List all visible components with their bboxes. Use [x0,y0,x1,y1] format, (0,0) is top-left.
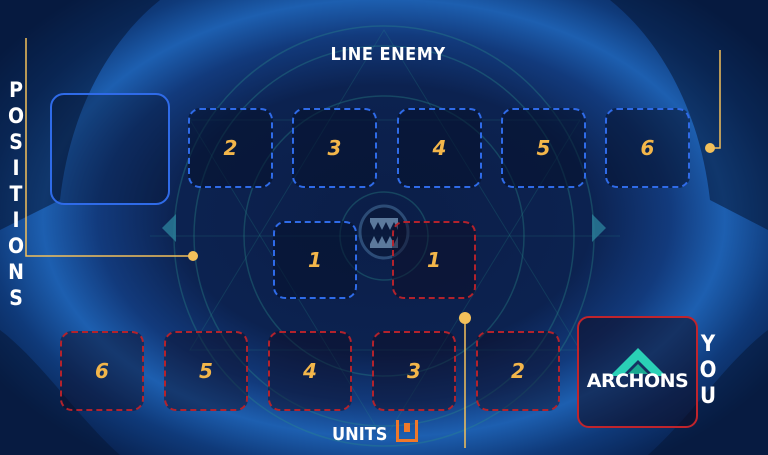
ally-slot-number: 5 [199,359,213,383]
enemy-slot-4[interactable]: 4 [397,108,482,188]
ally-slot-3[interactable]: 3 [372,331,456,411]
units-icon[interactable] [396,420,418,442]
line-enemy-label: LINE ENEMY [330,44,446,65]
enemy-slot-1[interactable]: 1 [273,221,357,299]
right-arrow-icon [592,214,606,242]
vertical-letter: O [7,104,25,128]
vertical-letter: I [12,208,20,232]
left-arrow-icon [162,214,176,242]
units-label: UNITS [332,424,388,445]
shark-mouth-icon [358,204,410,260]
vertical-letter: S [9,286,23,310]
enemy-slot-number: 2 [223,136,238,160]
vertical-letter: S [9,130,23,154]
vertical-letter: N [8,260,24,284]
enemy-slot-number: 3 [327,136,342,160]
vertical-letter: O [699,358,717,383]
ally-slot-number: 6 [95,359,109,383]
enemy-slot-3[interactable]: 3 [292,108,377,188]
archons-logo-icon [609,348,666,376]
ally-slot-5[interactable]: 5 [164,331,248,411]
enemy-slot-number: 1 [308,248,322,272]
enemy-slot-6[interactable]: 6 [605,108,690,188]
vertical-letter: U [699,384,717,409]
ally-slot-4[interactable]: 4 [268,331,352,411]
vertical-letter: I [12,156,20,180]
enemy-slot-number: 4 [432,136,447,160]
ally-slot-6[interactable]: 6 [60,331,144,411]
vertical-letter: P [9,78,23,102]
ally-slot-number: 2 [511,359,525,383]
enemy-slot-number: 5 [536,136,551,160]
ally-slot-1[interactable]: 1 [392,221,476,299]
archons-label: ARCHONS [586,370,689,392]
vertical-letter: Y [700,332,716,357]
ally-slot-number: 3 [407,359,421,383]
enemy-leader-slot[interactable] [50,93,170,205]
ally-slot-number: 4 [303,359,317,383]
enemy-slot-5[interactable]: 5 [501,108,586,188]
ally-slot-number: 1 [427,248,441,272]
vertical-letter: T [9,182,23,206]
ally-slot-2[interactable]: 2 [476,331,560,411]
archons-slot[interactable]: ARCHONS [577,316,698,428]
enemy-slot-2[interactable]: 2 [188,108,273,188]
enemy-slot-number: 6 [640,136,655,160]
vertical-letter: O [7,234,25,258]
